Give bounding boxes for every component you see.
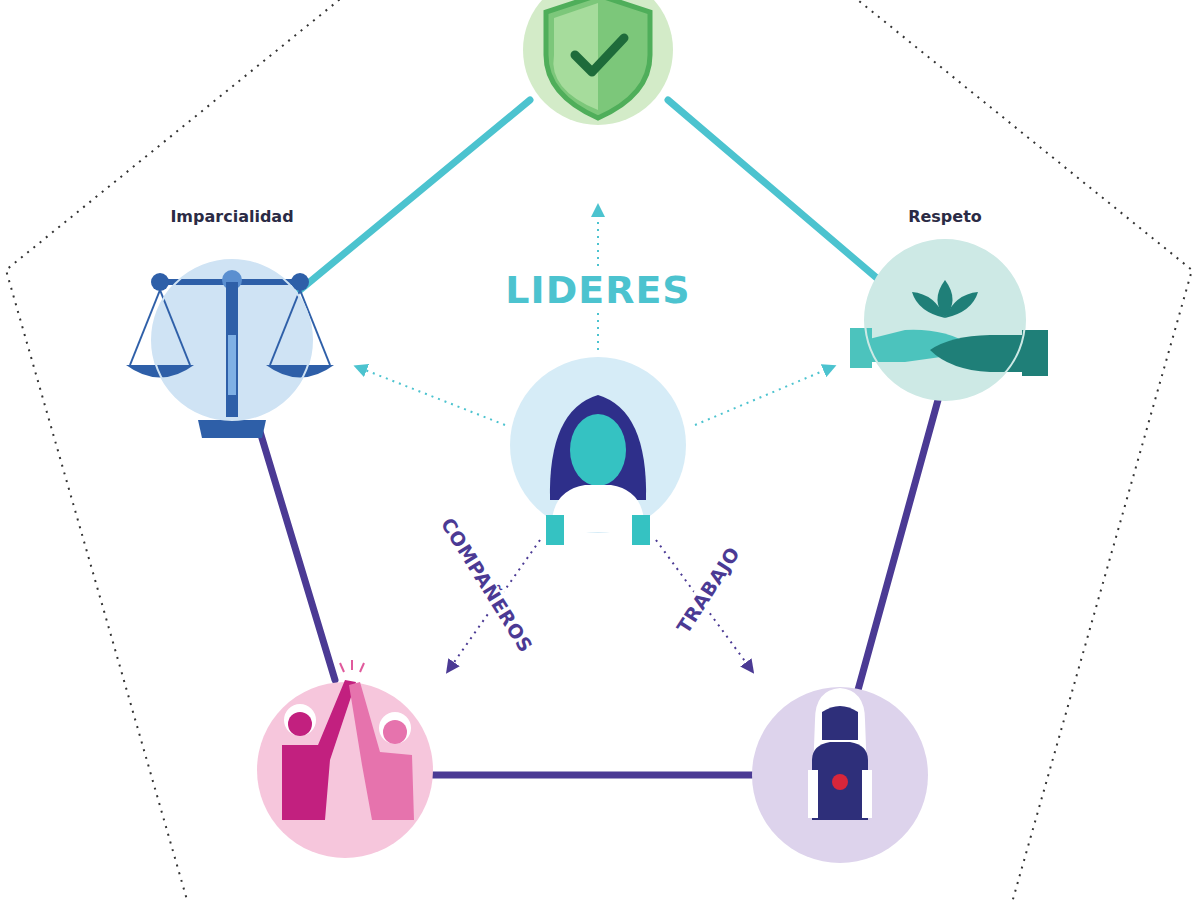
circle-outline	[863, 207, 1027, 402]
circle-border	[865, 240, 1025, 400]
peers-label: COMPAÑEROS	[435, 511, 539, 659]
value-heading: Respeto	[863, 207, 1027, 226]
circle-outline	[150, 207, 314, 422]
value-heading: Imparcialidad	[150, 207, 314, 226]
ring-lines	[258, 100, 938, 775]
work-label: TRABAJO	[670, 540, 745, 639]
hands-lotus-icon	[850, 240, 1048, 400]
dotted-arrows	[360, 210, 830, 668]
circle-border	[152, 260, 312, 420]
medal-icon	[752, 687, 928, 863]
high-five-icon	[257, 660, 433, 858]
value-circle: Respeto	[863, 207, 1027, 402]
scales-icon	[126, 260, 334, 438]
shield-icon	[523, 0, 673, 125]
value-circle: Imparcialidad	[150, 207, 314, 422]
pentagon-outline	[6, 0, 1192, 900]
leader-figure	[510, 357, 686, 545]
leaders-label: LIDERES	[502, 268, 693, 312]
